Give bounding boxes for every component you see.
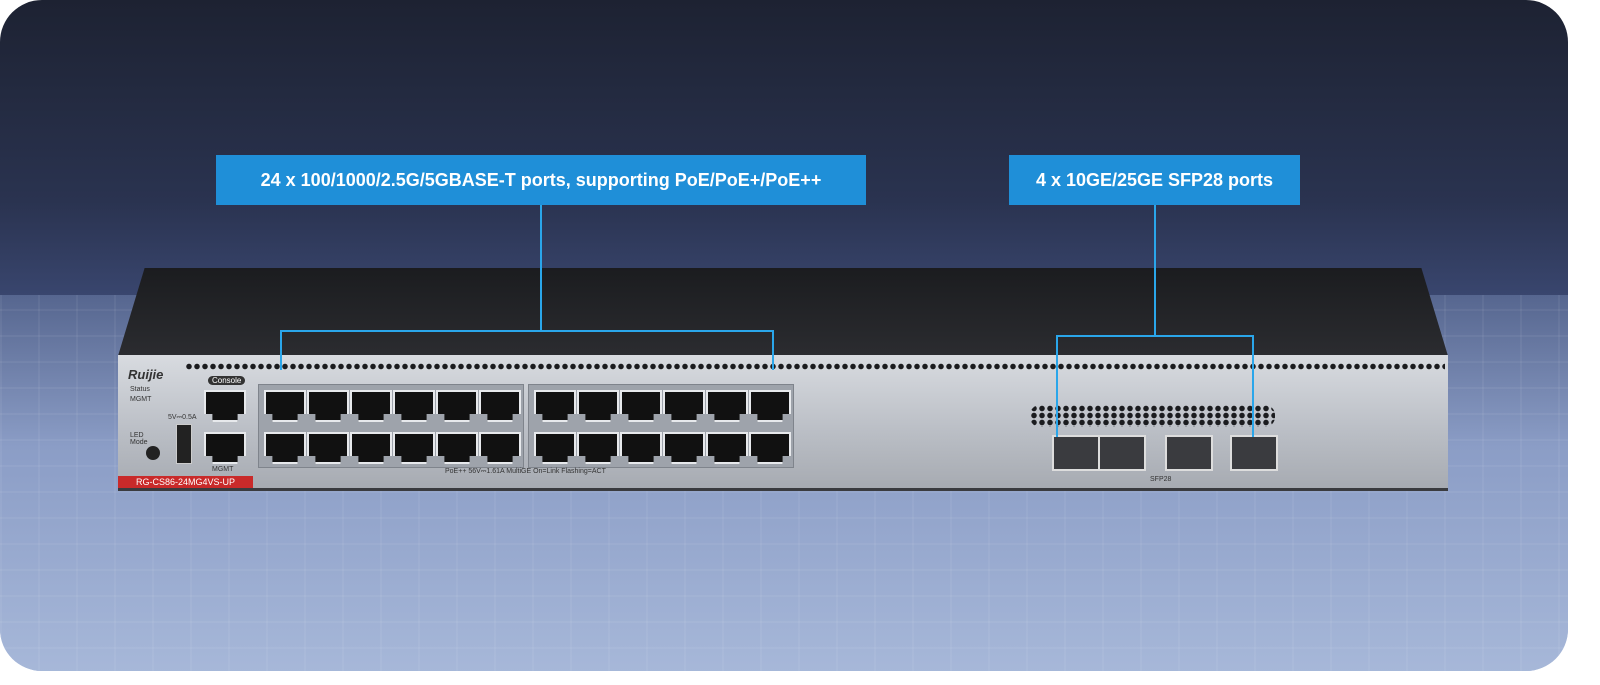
model-badge: RG-CS86-24MG4VS-UP [118, 476, 253, 488]
mgmt-port-label: MGMT [212, 466, 234, 473]
sfp-bracket-line [1056, 335, 1254, 337]
mgmt-led-label: MGMT [130, 396, 152, 403]
console-label: Console [208, 376, 246, 385]
sfp-label: SFP28 [1150, 476, 1172, 483]
led-mode-button[interactable] [146, 446, 160, 460]
sfp-ports-callout: 4 x 10GE/25GE SFP28 ports [1009, 155, 1300, 205]
sfp28-port[interactable] [1230, 435, 1278, 471]
poe-legend: PoE++ 56V⎓1.61A MultiGE On=Link Flashing… [445, 468, 606, 475]
sfp28-port[interactable] [1052, 435, 1100, 471]
rj45-bracket-left [280, 330, 282, 370]
status-led-label: Status [130, 386, 150, 393]
sfp-leader-line [1154, 205, 1156, 336]
sfp-bracket-right [1252, 335, 1254, 437]
sfp-bracket-left [1056, 335, 1058, 437]
sfp-vent-holes [1030, 405, 1275, 427]
led-mode-label: LED Mode [130, 432, 148, 446]
rj45-ports-callout: 24 x 100/1000/2.5G/5GBASE-T ports, suppo… [216, 155, 866, 205]
product-image: 24 x 100/1000/2.5G/5GBASE-T ports, suppo… [0, 0, 1568, 671]
rj45-bracket-right [772, 330, 774, 370]
rj45-port[interactable] [663, 390, 705, 422]
switch-top [118, 268, 1448, 356]
usb-rating: 5V⎓0.5A [168, 414, 197, 421]
rj45-leader-line [540, 205, 542, 331]
rj45-bracket-line [280, 330, 774, 332]
usb-port[interactable] [176, 424, 192, 464]
sfp28-port[interactable] [1098, 435, 1146, 471]
vent-holes [185, 362, 1445, 371]
sfp28-port[interactable] [1165, 435, 1213, 471]
brand-logo: Ruijie [128, 367, 164, 382]
